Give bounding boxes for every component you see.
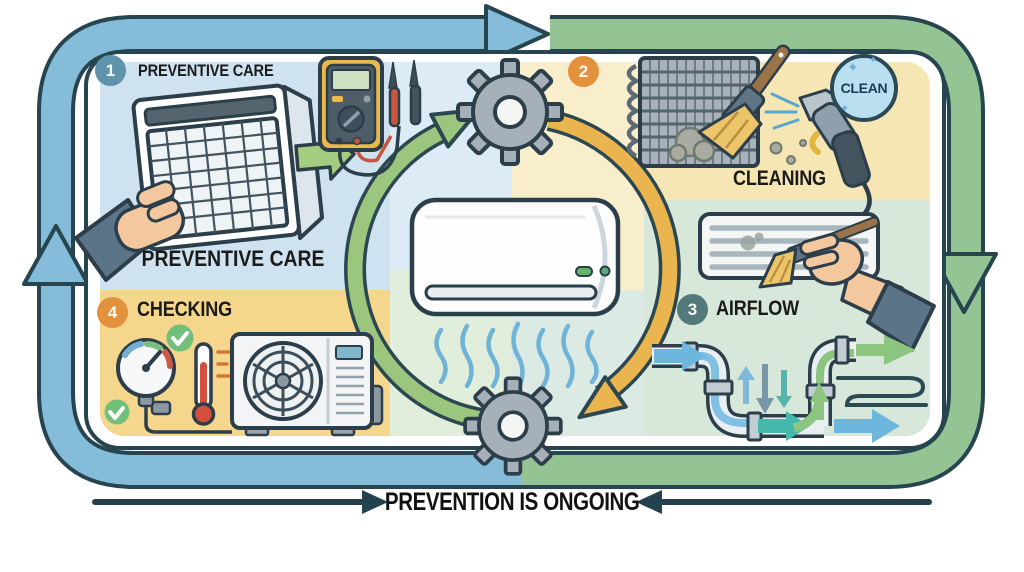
step-1-caption: PREVENTIVE CARE bbox=[141, 246, 325, 271]
step-2-badge: 2 bbox=[568, 56, 599, 87]
step-4-title: CHECKING bbox=[137, 298, 232, 321]
step-2-title: CLEANING bbox=[733, 167, 826, 190]
step-1-number: 1 bbox=[105, 60, 116, 80]
step-2-number: 2 bbox=[578, 61, 589, 81]
sparkle-icon: ✦ bbox=[847, 59, 859, 75]
center-strip-top-left bbox=[390, 62, 512, 270]
center-strip-top-right bbox=[512, 62, 644, 290]
sparkle-icon: ✦ bbox=[840, 103, 850, 115]
footer-banner: PREVENTION IS ONGOING bbox=[0, 488, 1024, 517]
step-3-number: 3 bbox=[687, 299, 698, 319]
center-strip-bottom-right bbox=[512, 290, 644, 436]
step-3-title: AIRFLOW bbox=[716, 297, 800, 320]
blue-up-arrowhead-icon bbox=[22, 224, 90, 286]
step-3-badge: 3 bbox=[677, 294, 708, 325]
step-1-badge: 1 bbox=[95, 55, 126, 86]
milestone-timeline: ✓✓✓✓✓✓✓✓✓ bbox=[0, 518, 1024, 568]
center-strip-bottom-left bbox=[390, 270, 512, 436]
step-4-number: 4 bbox=[107, 302, 118, 322]
sparkle-icon: ✦ bbox=[869, 55, 878, 66]
step-4-badge: 4 bbox=[97, 297, 128, 328]
clean-bubble-label: CLEAN bbox=[840, 80, 888, 96]
step-1-title: PREVENTIVE CARE bbox=[138, 61, 274, 80]
footer-banner-text: PREVENTION IS ONGOING bbox=[384, 488, 640, 516]
